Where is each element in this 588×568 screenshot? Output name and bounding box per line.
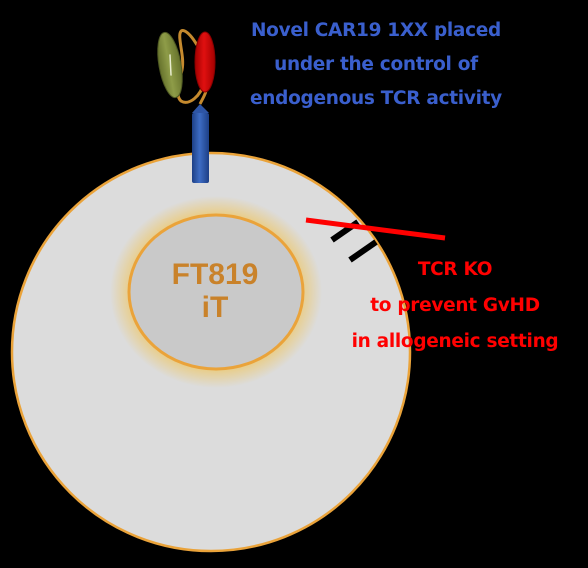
car-annotation-line-1: Novel CAR19 1XX placed: [251, 20, 501, 41]
car-annotation-line-3: endogenous TCR activity: [250, 88, 502, 109]
tcr-annotation-line-3: in allogeneic setting: [351, 331, 559, 352]
nucleus-label-line-2: iT: [201, 291, 229, 324]
nucleus-label-line-1: FT819: [171, 258, 259, 291]
tcr-ko-line: [305, 217, 446, 241]
tcr-annotation: TCR KO to prevent GvHD in allogeneic set…: [330, 252, 580, 360]
nucleus-label: FT819 iT: [130, 258, 300, 324]
nucleus: [127, 213, 305, 371]
tcr-annotation-line-2: to prevent GvHD: [370, 295, 540, 316]
car-annotation: Novel CAR19 1XX placed under the control…: [226, 14, 526, 116]
car-receptor-icon: [157, 29, 216, 183]
tcr-annotation-line-1: TCR KO: [417, 259, 493, 280]
car-annotation-line-2: under the control of: [274, 54, 478, 75]
